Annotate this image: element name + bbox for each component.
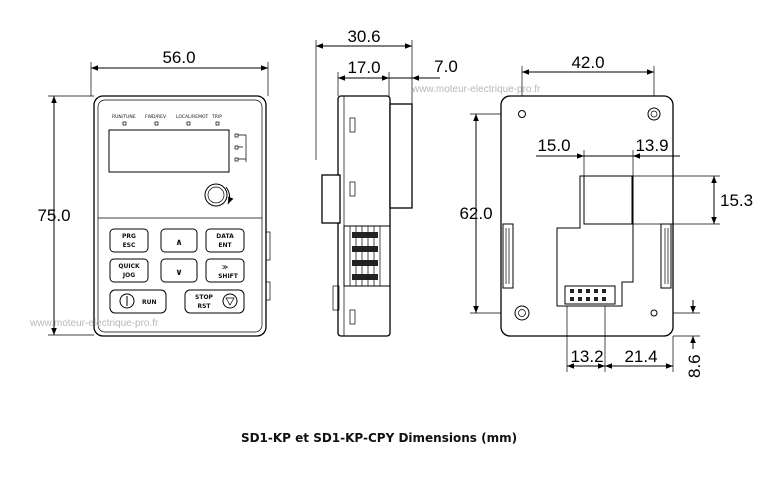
- unit-indicator-icon: [234, 133, 247, 162]
- rst-key-label: RST: [197, 303, 211, 310]
- down-arrow-icon: ∨: [175, 268, 182, 278]
- mount-hole-icon: [650, 309, 658, 317]
- cutout-right-label: 13.9: [635, 136, 668, 155]
- cutout-height-label: 15.3: [720, 191, 753, 210]
- stop-icon: [222, 293, 238, 309]
- connector-left-label: 13.2: [570, 347, 603, 366]
- watermark-top: www.moteur-electrique-pro.fr: [411, 84, 541, 95]
- side-flange: [321, 174, 341, 224]
- side-connector: [343, 225, 391, 287]
- ribbon-lines: [349, 226, 381, 286]
- esc-key-label: ESC: [123, 242, 136, 249]
- indicator-fwd-rev: FWD/REV: [145, 114, 167, 120]
- stop-key-label: STOP: [195, 294, 214, 301]
- mount-hole-icon: [647, 107, 661, 121]
- keypad-body: [93, 95, 267, 337]
- side-body: [337, 95, 391, 337]
- indicator-trip: TRIP: [211, 114, 222, 120]
- run-key-label: RUN: [142, 299, 157, 306]
- up-arrow-icon: ∧: [175, 238, 182, 248]
- up-key[interactable]: [160, 228, 198, 253]
- led-icon: [154, 121, 159, 126]
- led-icon: [215, 121, 220, 126]
- side-view: 30.6 17.0 7.0: [315, 27, 458, 337]
- front-width-label: 56.0: [162, 48, 195, 67]
- down-key[interactable]: [160, 258, 198, 283]
- quick-jog-key[interactable]: [109, 258, 149, 283]
- left-clip: [502, 223, 514, 289]
- indicator-run-tune: RUN/TUNE: [112, 114, 136, 120]
- prg-key-label: PRG: [122, 233, 136, 240]
- led-icon: [122, 121, 127, 126]
- connector-housing: [556, 175, 634, 307]
- data-key-label: DATA: [216, 233, 234, 240]
- front-view: 56.0 75.0 RUN/TUNE FWD/REV LOCAL/REMOT T…: [37, 48, 271, 337]
- data-ent-key[interactable]: [205, 228, 245, 253]
- run-icon: [119, 293, 135, 309]
- lcd-display: [108, 129, 230, 173]
- shift-arrow-icon: ≫: [222, 264, 228, 271]
- cutout-left-label: 15.0: [537, 136, 570, 155]
- led-icon: [186, 121, 191, 126]
- potentiometer-knob-icon[interactable]: [204, 183, 228, 207]
- ent-key-label: ENT: [218, 242, 232, 249]
- watermark-bottom: www.moteur-electrique-pro.fr: [29, 318, 159, 329]
- figure-caption: SD1-KP et SD1-KP-CPY Dimensions (mm): [240, 431, 518, 445]
- connector-pins: [570, 289, 606, 301]
- quick-key-label: QUICK: [118, 263, 140, 270]
- connector-right-label: 21.4: [624, 347, 657, 366]
- side-body-label: 17.0: [347, 58, 380, 77]
- side-protrusion: [389, 103, 413, 209]
- jog-key-label: JOG: [122, 272, 135, 279]
- indicator-local-remot: LOCAL/REMOT: [176, 114, 209, 120]
- shift-key[interactable]: [205, 258, 245, 283]
- rear-hole-spacing-label: 42.0: [571, 53, 604, 72]
- side-total-label: 30.6: [347, 27, 380, 46]
- side-protrusion-label: 7.0: [434, 57, 458, 76]
- connector-icon: [564, 285, 616, 305]
- prg-esc-key[interactable]: [109, 228, 149, 253]
- rear-view: www.moteur-electrique-pro.fr 42.0 62.0: [411, 53, 753, 378]
- mount-hole-icon: [518, 110, 526, 118]
- stop-rst-key[interactable]: [184, 289, 245, 314]
- shift-key-label: SHIFT: [218, 273, 239, 280]
- bottom-offset-label: 8.6: [685, 354, 704, 378]
- rear-vertical-label: 62.0: [459, 204, 492, 223]
- front-height-label: 75.0: [37, 206, 70, 225]
- mount-hole-icon: [514, 305, 530, 321]
- run-key[interactable]: [109, 289, 167, 314]
